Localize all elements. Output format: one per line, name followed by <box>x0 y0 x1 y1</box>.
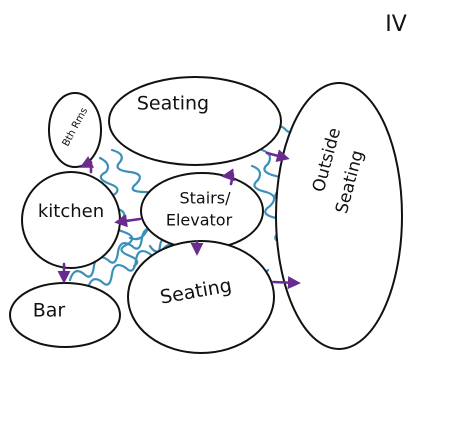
arrow-kitchen-to-bathrooms <box>79 156 95 174</box>
outside-seating-bubble <box>275 82 403 350</box>
stairs-elevator-label-line-2: Elevator <box>166 211 233 230</box>
kitchen-label: kitchen <box>38 201 104 222</box>
seating-top-label: Seating <box>137 93 209 115</box>
arrow-seating-top-to-outside <box>265 149 290 162</box>
stairs-elevator-label-line-1: Stairs/ <box>180 189 232 208</box>
arrow-stairs-to-seating-top <box>221 168 235 186</box>
bar-label: Bar <box>33 300 66 322</box>
arrow-stairs-to-kitchen <box>114 214 142 228</box>
adjacency-arrows <box>57 149 301 290</box>
bubbles <box>9 76 403 354</box>
circulation-scribble-left <box>98 156 139 268</box>
seating-bottom-bubble <box>127 240 275 354</box>
bathrooms-bubble <box>48 92 102 168</box>
seating-top-bubble <box>108 76 282 166</box>
page-number: IV <box>385 12 407 37</box>
arrow-seating-bottom-to-outside <box>271 276 301 290</box>
